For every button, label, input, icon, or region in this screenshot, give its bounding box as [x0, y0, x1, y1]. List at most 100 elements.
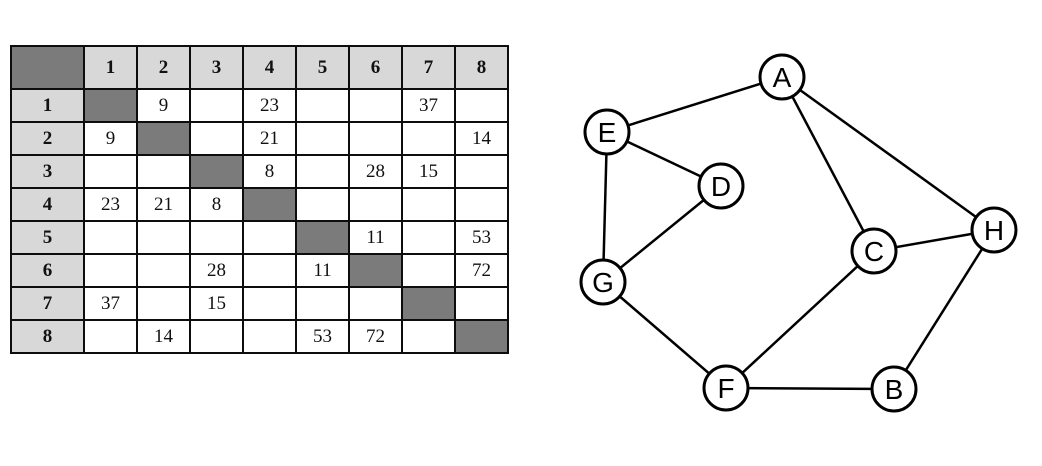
matrix-cell-8-4 — [242, 319, 297, 354]
matrix-col-header-1: 1 — [83, 45, 138, 90]
matrix-cell-2-7 — [401, 121, 456, 156]
graph-edge-F-C — [725, 250, 875, 389]
matrix-col-header-8: 8 — [454, 45, 509, 90]
matrix-cell-2-2 — [136, 121, 191, 156]
matrix-cell-5-2 — [136, 220, 191, 255]
matrix-cell-3-1 — [83, 154, 138, 189]
matrix-cell-5-4 — [242, 220, 297, 255]
graph-node-circle-A — [758, 53, 806, 101]
matrix-cell-4-8 — [454, 187, 509, 222]
matrix-cell-1-1 — [83, 88, 138, 123]
matrix-cell-4-1: 23 — [83, 187, 138, 222]
matrix-cell-3-6: 28 — [348, 154, 403, 189]
matrix-cell-5-3 — [189, 220, 244, 255]
graph-node-label-F: F — [717, 373, 734, 404]
matrix-col-header-5: 5 — [295, 45, 350, 90]
graph-node-C: C — [850, 227, 898, 275]
graph-edge-E-G — [601, 131, 609, 283]
matrix-cell-3-8 — [454, 154, 509, 189]
graph-node-A: A — [758, 53, 806, 101]
matrix-cell-3-3 — [189, 154, 244, 189]
matrix-row-1: 1 9 23 37 — [10, 88, 509, 123]
matrix-cell-1-3 — [189, 88, 244, 123]
matrix-row-header-7: 7 — [10, 286, 85, 321]
matrix-cell-8-1 — [83, 319, 138, 354]
matrix-corner-cell — [10, 45, 85, 90]
matrix-cell-7-6 — [348, 286, 403, 321]
matrix-cell-5-1 — [83, 220, 138, 255]
matrix-cell-8-3 — [189, 319, 244, 354]
matrix-cell-2-5 — [295, 121, 350, 156]
matrix-col-header-3: 3 — [189, 45, 244, 90]
matrix-cell-1-6 — [348, 88, 403, 123]
matrix-cell-2-1: 9 — [83, 121, 138, 156]
matrix-cell-7-4 — [242, 286, 297, 321]
matrix-cell-1-5 — [295, 88, 350, 123]
matrix-cell-2-4: 21 — [242, 121, 297, 156]
matrix-cell-4-5 — [295, 187, 350, 222]
matrix-cell-6-1 — [83, 253, 138, 288]
matrix-row-header-6: 6 — [10, 253, 85, 288]
matrix-cell-5-7 — [401, 220, 456, 255]
matrix-row-header-1: 1 — [10, 88, 85, 123]
matrix-row-header-3: 3 — [10, 154, 85, 189]
graph-edge-F-B — [725, 386, 895, 391]
graph-node-label-G: G — [592, 267, 614, 298]
matrix-cell-4-6 — [348, 187, 403, 222]
matrix-cell-2-8: 14 — [454, 121, 509, 156]
matrix-cell-7-2 — [136, 286, 191, 321]
graph-node-circle-D — [697, 162, 745, 210]
matrix-cell-6-5: 11 — [295, 253, 350, 288]
matrix-cell-2-6 — [348, 121, 403, 156]
matrix-cell-7-3: 15 — [189, 286, 244, 321]
matrix-cell-7-7 — [401, 286, 456, 321]
matrix-row-header-2: 2 — [10, 121, 85, 156]
matrix-col-header-7: 7 — [401, 45, 456, 90]
matrix-cell-6-3: 28 — [189, 253, 244, 288]
matrix-cell-6-8: 72 — [454, 253, 509, 288]
graph-node-circle-F — [702, 364, 750, 412]
matrix-cell-1-4: 23 — [242, 88, 297, 123]
matrix-cell-7-8 — [454, 286, 509, 321]
graph-edge-D-G — [602, 185, 722, 283]
matrix-cell-4-4 — [242, 187, 297, 222]
matrix-row-header-8: 8 — [10, 319, 85, 354]
matrix-cell-4-2: 21 — [136, 187, 191, 222]
matrix-cell-1-2: 9 — [136, 88, 191, 123]
graph-node-label-A: A — [773, 62, 792, 93]
matrix-cell-5-8: 53 — [454, 220, 509, 255]
graph-node-circle-H — [970, 206, 1018, 254]
matrix-cell-6-6 — [348, 253, 403, 288]
matrix-row-header-4: 4 — [10, 187, 85, 222]
matrix-cell-7-1: 37 — [83, 286, 138, 321]
graph-edge-A-H — [781, 75, 995, 232]
graph-node-label-D: D — [711, 171, 731, 202]
matrix-cell-8-7 — [401, 319, 456, 354]
graph-node-circle-E — [583, 108, 631, 156]
matrix-cell-7-5 — [295, 286, 350, 321]
matrix-cell-6-4 — [242, 253, 297, 288]
matrix-cell-1-7: 37 — [401, 88, 456, 123]
matrix-cell-3-2 — [136, 154, 191, 189]
matrix-cell-3-4: 8 — [242, 154, 297, 189]
matrix-cell-1-8 — [454, 88, 509, 123]
graph-node-label-C: C — [864, 236, 884, 267]
graph-edge-A-E — [606, 75, 783, 134]
matrix-col-header-2: 2 — [136, 45, 191, 90]
matrix-col-header-6: 6 — [348, 45, 403, 90]
graph-node-label-E: E — [598, 117, 617, 148]
graph-edge-B-H — [892, 229, 996, 390]
matrix-cell-8-8 — [454, 319, 509, 354]
matrix-cell-4-3: 8 — [189, 187, 244, 222]
matrix-cell-4-7 — [401, 187, 456, 222]
